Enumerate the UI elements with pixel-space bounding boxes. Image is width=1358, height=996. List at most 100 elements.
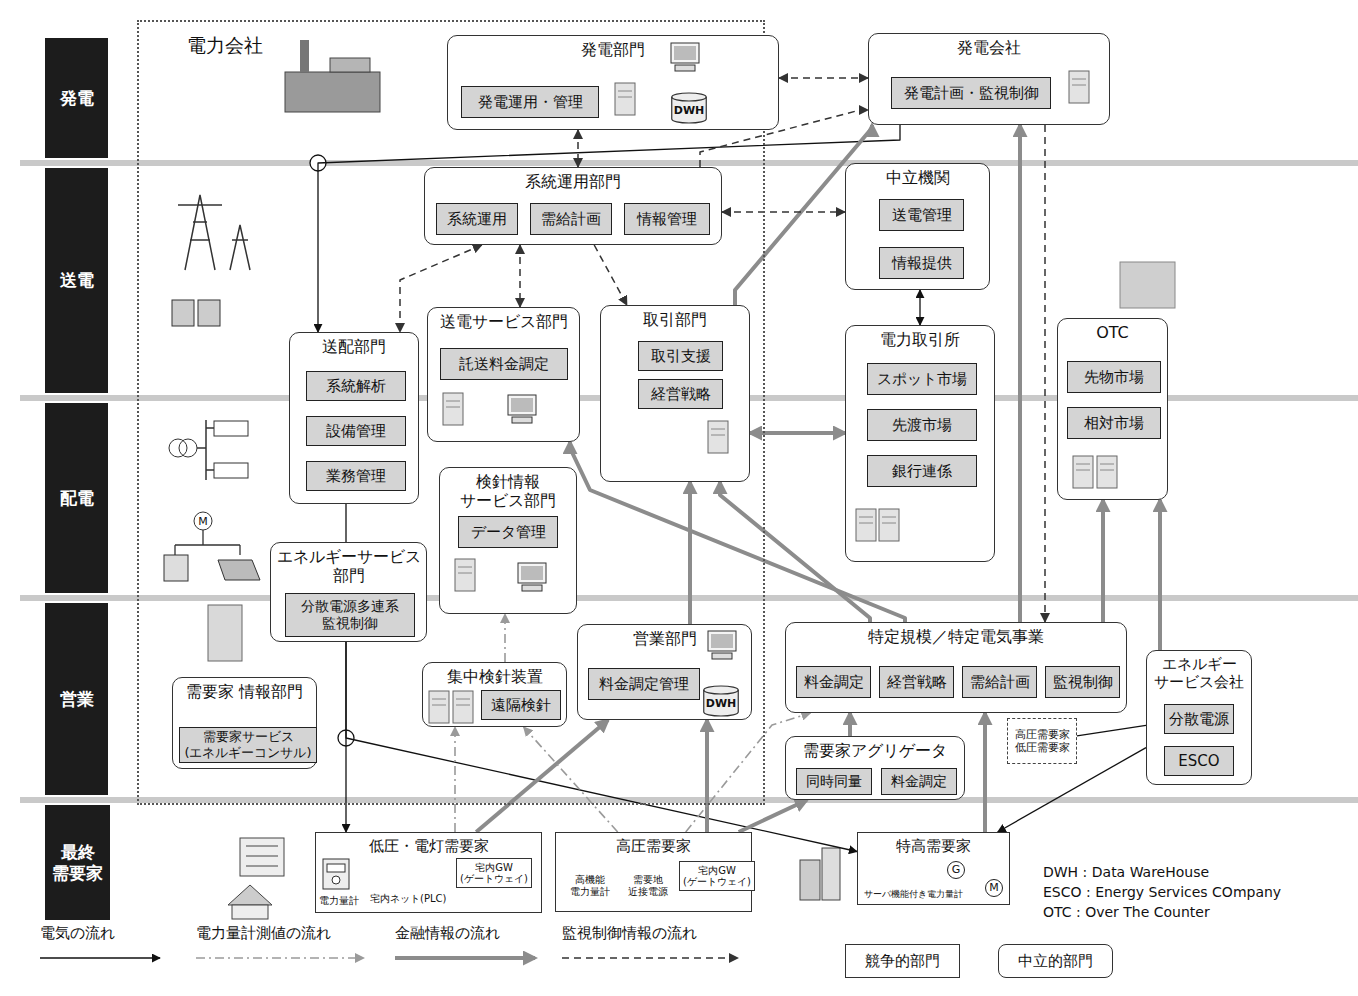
box-label: 宅内GW (ゲートウェイ) xyxy=(459,862,529,885)
server-slot xyxy=(456,699,470,705)
box-label: 需給計画 xyxy=(970,673,1030,691)
function-box: 銀行連係 xyxy=(867,455,977,487)
abbreviation-note: OTC : Over The Counter xyxy=(1043,904,1343,921)
server-icon xyxy=(615,83,635,115)
function-box: スポット市場 xyxy=(867,363,977,395)
box-heading: エネルギーサービス 部門 xyxy=(275,547,422,585)
house-icon xyxy=(232,905,268,919)
server-icon xyxy=(856,509,876,541)
function-box: 情報管理 xyxy=(624,203,710,235)
part-label: サーバ機能付き電力量計 xyxy=(864,889,976,900)
abbreviation-note: DWH : Data WareHouse xyxy=(1043,864,1343,881)
function-box: 発電計画・監視制御 xyxy=(891,77,1051,109)
flow-connector xyxy=(919,290,920,325)
layer-divider xyxy=(20,797,1358,803)
box-heading: 特高需要家 xyxy=(896,837,971,855)
house-icon xyxy=(228,885,272,905)
flow-connector xyxy=(519,245,521,307)
legend-line-sample xyxy=(40,957,160,958)
distribution-line xyxy=(197,420,214,480)
function-box: 系統運用 xyxy=(436,203,518,235)
function-box: ESCO xyxy=(1164,746,1234,776)
department-box: 検針情報 サービス部門データ管理 xyxy=(439,467,577,614)
server-icon xyxy=(453,691,473,723)
department-box: エネルギーサービス 部門分散電源多連系 監視制御 xyxy=(270,542,427,642)
server-icon xyxy=(1069,71,1089,103)
function-box: 設備管理 xyxy=(306,416,406,446)
box-label: 遠隔検針 xyxy=(491,696,551,714)
machine-circle: M xyxy=(985,879,1003,897)
server-slot xyxy=(1072,79,1086,85)
part-label: M xyxy=(194,515,212,528)
flow-connector xyxy=(1101,500,1105,622)
department-box: 中立機関送電管理情報提供 xyxy=(845,163,990,290)
server-icon xyxy=(1073,456,1093,488)
box-label: データ管理 xyxy=(471,523,546,541)
box-heading: 営業部門 xyxy=(633,629,697,648)
customer-class-box: 高圧需要家低圧需要家 xyxy=(1007,718,1077,764)
box-label: 先物市場 xyxy=(1084,368,1144,386)
legend-text: 監視制御情報の流れ xyxy=(562,924,697,942)
box-heading: 需要家アグリゲータ xyxy=(803,741,947,760)
server-slot xyxy=(458,567,472,573)
function-box: 情報提供 xyxy=(879,247,964,279)
department-box: 電力取引所スポット市場先渡市場銀行連係 xyxy=(845,325,995,562)
flow-connector xyxy=(577,130,579,167)
box-label: DWH xyxy=(674,104,704,117)
box-label: 営業 xyxy=(60,689,94,709)
transformer-icon xyxy=(172,300,194,326)
box-label: 低圧需要家 xyxy=(1015,741,1070,754)
storage-icon xyxy=(164,555,188,581)
flow-connector xyxy=(688,482,692,624)
abbreviation-note: ESCO : Energy Services COmpany xyxy=(1043,884,1343,901)
switchgear-icon xyxy=(214,463,248,478)
department-box: 発電会社発電計画・監視制御 xyxy=(868,33,1110,125)
box-heading: 中立機関 xyxy=(886,168,950,187)
box-label: 相対市場 xyxy=(1084,414,1144,432)
server-slot xyxy=(1100,464,1114,470)
box-label: 情報管理 xyxy=(637,210,697,228)
layer-divider xyxy=(20,160,1358,166)
database-cylinder: DWH xyxy=(671,93,707,123)
flow-connector xyxy=(476,720,608,832)
flow-connector xyxy=(1077,725,1146,735)
server-slot xyxy=(882,517,896,523)
box-label: 最終 需要家 xyxy=(47,842,108,883)
department-box: 取引部門取引支援経営戦略 xyxy=(600,305,750,482)
server-slot xyxy=(618,91,632,97)
computer-screen xyxy=(674,46,696,60)
box-label: 取引支援 xyxy=(651,347,711,365)
legend-text: 中立的部門 xyxy=(1018,952,1093,971)
server-icon xyxy=(208,605,242,661)
department-box: 営業部門料金調定管理DWH xyxy=(577,624,752,720)
building-icon xyxy=(240,838,284,876)
box-heading: エネルギー サービス会社 xyxy=(1151,655,1247,691)
box-heading: 取引部門 xyxy=(643,310,707,329)
box-label: 需要家サービス (エネルギーコンサル) xyxy=(183,729,313,760)
flow-connector xyxy=(983,713,987,832)
computer-keyboard xyxy=(712,653,732,659)
box-label: 送電 xyxy=(60,270,94,290)
box-label: 料金調定 xyxy=(891,773,947,790)
flow-connector xyxy=(1018,125,1022,622)
gateway-box: 宅内GW (ゲートウェイ) xyxy=(679,861,755,891)
department-box: 需要家アグリゲータ同時同量 料金調定 xyxy=(785,736,965,800)
power-plant-chimney xyxy=(300,40,309,72)
legend-line-sample xyxy=(196,957,364,959)
power-plant-icon xyxy=(285,72,380,112)
box-label: 経営戦略 xyxy=(887,673,947,691)
flow-connector xyxy=(1158,500,1162,650)
server-slot xyxy=(1076,464,1090,470)
box-label: 同時同量 xyxy=(806,773,862,790)
box-label: 経営戦略 xyxy=(651,385,711,403)
machine-circle: G xyxy=(947,861,965,879)
cylinder-rim xyxy=(672,97,707,101)
box-label: 送電管理 xyxy=(892,206,952,224)
transformer-symbol xyxy=(179,439,197,457)
function-box: 取引支援 xyxy=(638,341,723,371)
city-photo xyxy=(1120,262,1175,308)
function-box: 遠隔検針 xyxy=(481,690,561,720)
flow-connector xyxy=(1044,125,1046,622)
box-label: スポット市場 xyxy=(877,370,967,388)
box-heading: OTC xyxy=(1096,323,1129,342)
